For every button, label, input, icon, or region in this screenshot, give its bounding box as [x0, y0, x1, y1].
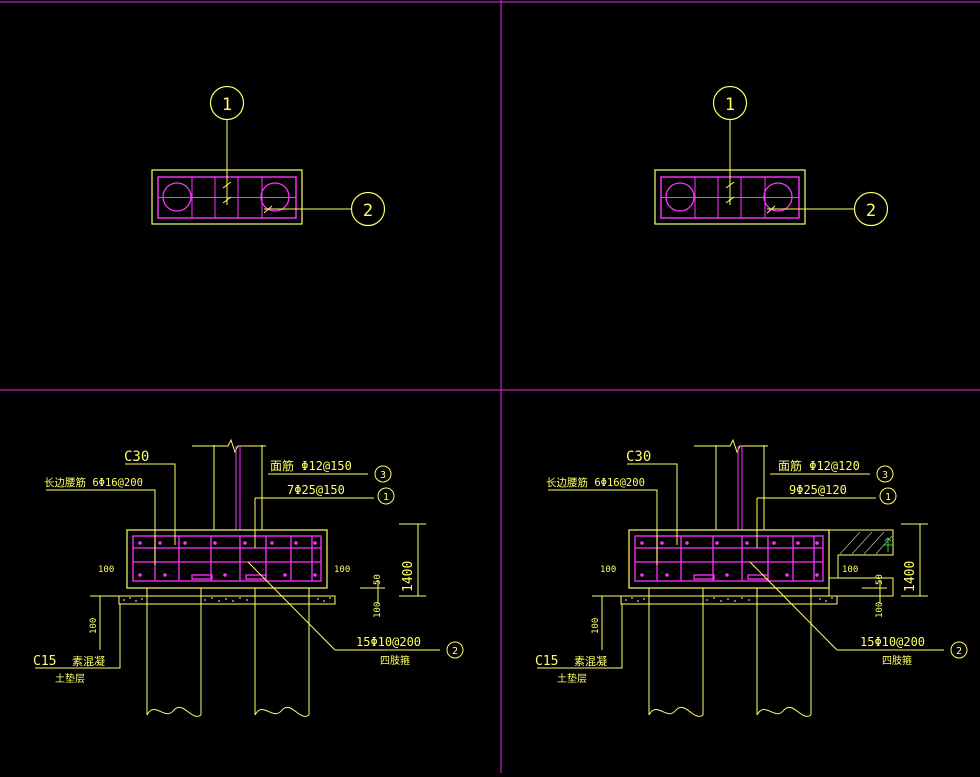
callout-bubble	[377, 487, 395, 505]
pile-cap-section-left[interactable]: C30 长边腰筋 6Φ16@200 面筋 Φ12@150 7Φ25@150 15…	[33, 438, 464, 717]
cover-right-label: 100	[334, 565, 350, 575]
callout-bubble	[446, 641, 464, 659]
dim-small-label: 100	[875, 602, 885, 618]
rebar-dots	[640, 541, 819, 577]
stirrup-tag: 2	[452, 646, 458, 657]
cushion-grade-label: C15	[33, 654, 56, 669]
piles	[648, 588, 812, 717]
rebar-cage	[132, 535, 322, 582]
top-bar-label: 面筋 Φ12@120	[778, 458, 860, 473]
pile-cap-plan-right[interactable]: 1 2	[654, 85, 889, 227]
rebar-dots	[138, 541, 317, 577]
column-stub	[192, 438, 266, 530]
dim-left-label: 100	[89, 618, 99, 634]
dim-small-label: 50	[875, 574, 885, 585]
bottom-bar-label: 9Φ25@120	[789, 483, 847, 497]
pile-circle	[665, 182, 695, 212]
side-bar-label: 长边腰筋 6Φ16@200	[546, 476, 645, 489]
concrete-grade-label: C30	[124, 449, 149, 465]
stirrup-tag: 2	[956, 646, 962, 657]
callout-tag-2: 2	[363, 201, 373, 221]
leader-lines	[35, 463, 440, 669]
callout-bubble	[209, 85, 245, 121]
cushion-grade-label: C15	[535, 654, 558, 669]
stirrup-type-label: 四肢箍	[380, 654, 410, 667]
callout-bubble	[876, 465, 894, 483]
callout-bubble	[950, 641, 968, 659]
piles	[146, 588, 310, 717]
bottom-bar-tag: 1	[885, 492, 891, 503]
pile-circle	[162, 182, 192, 212]
cover-right-label: 100	[842, 565, 858, 575]
callout-tag-1: 1	[222, 95, 232, 115]
callout-bubble	[712, 85, 748, 121]
callout-bubble	[853, 191, 889, 227]
top-bar-label: 面筋 Φ12@150	[270, 458, 352, 473]
callout-bubble	[879, 487, 897, 505]
callout-bubble	[374, 465, 392, 483]
pile-cap-section-right[interactable]: C30 长边腰筋 6Φ16@200 面筋 Φ12@120 9Φ25@120 15…	[535, 438, 968, 717]
column-stub	[694, 438, 768, 530]
pile-cap-plan-left[interactable]: 1 2	[151, 85, 386, 227]
side-bar-label: 长边腰筋 6Φ16@200	[44, 476, 143, 489]
cap-outline	[126, 529, 328, 589]
cap-outline	[628, 529, 830, 589]
dim-height-label: 1400	[401, 561, 416, 592]
callout-bubble	[350, 191, 386, 227]
cushion-layer	[620, 577, 894, 605]
concrete-grade-label: C30	[626, 449, 651, 465]
callout-tag-2: 2	[866, 201, 876, 221]
leader-lines	[222, 119, 351, 214]
stirrup-label: 15Φ10@200	[860, 635, 925, 649]
cover-left-label: 100	[98, 565, 114, 575]
bottom-bar-label: 7Φ25@150	[287, 483, 345, 497]
cushion-layer-label: 土垫层	[557, 672, 587, 685]
bottom-bar-tag: 1	[383, 492, 389, 503]
dim-small-label: 50	[373, 574, 383, 585]
callout-tag-1: 1	[725, 95, 735, 115]
cushion-layer	[118, 595, 336, 605]
cover-left-label: 100	[600, 565, 616, 575]
top-bar-tag: 3	[882, 470, 888, 481]
dim-left-label: 100	[591, 618, 601, 634]
pile-circle	[763, 182, 793, 212]
dim-small-label: 100	[373, 602, 383, 618]
leader-lines	[725, 119, 854, 214]
top-bar-tag: 3	[380, 470, 386, 481]
dim-height-label: 1400	[903, 561, 918, 592]
cushion-material-label: 素混凝	[72, 654, 105, 668]
leader-lines	[537, 463, 944, 669]
adjacent-slab	[829, 529, 894, 579]
cushion-layer-label: 土垫层	[55, 672, 85, 685]
stirrup-label: 15Φ10@200	[356, 635, 421, 649]
stirrup-type-label: 四肢箍	[882, 654, 912, 667]
cushion-material-label: 素混凝	[574, 654, 607, 668]
pile-circle	[260, 182, 290, 212]
